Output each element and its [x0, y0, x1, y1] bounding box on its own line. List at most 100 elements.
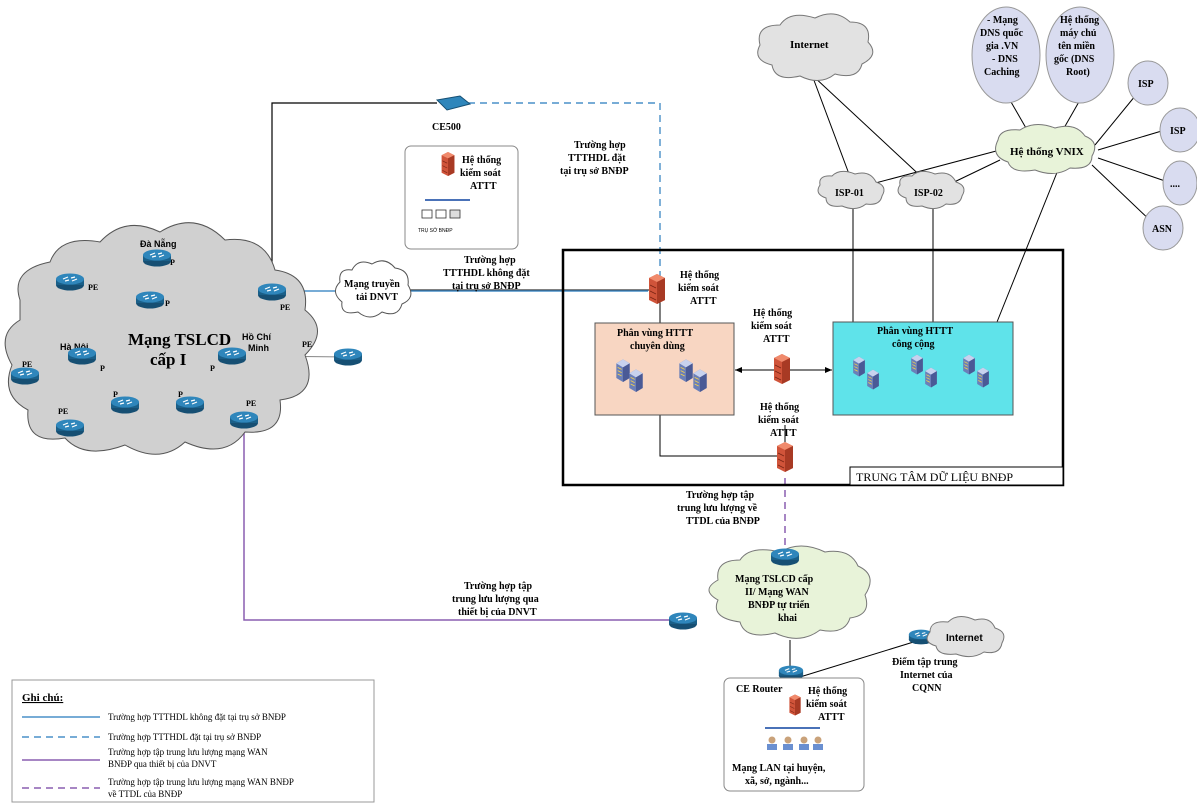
- router-icon[interactable]: [770, 548, 800, 566]
- tier2-network: Mạng TSLCD cấp II/ Mạng WAN BNĐP tự triể…: [668, 545, 1005, 792]
- dc-fw2-1: Hệ thống: [753, 308, 792, 319]
- dns2-3: tên miền: [1058, 41, 1095, 52]
- more-label: ....: [1170, 179, 1181, 190]
- pe-label: PE: [58, 407, 68, 416]
- point-3: CQNN: [912, 683, 942, 694]
- router-icon[interactable]: [229, 411, 259, 429]
- p-label: P: [210, 364, 215, 373]
- dc-fw2-2: kiểm soát: [751, 321, 793, 332]
- dns2-2: máy chủ: [1060, 28, 1097, 39]
- transport-cloud: Mạng truyền tải DNVT: [335, 260, 412, 318]
- router-icon[interactable]: [135, 291, 165, 309]
- firewall-icon[interactable]: [789, 694, 801, 716]
- asn-label: ASN: [1152, 224, 1173, 235]
- caption-dnvt-1: Trường hợp tập: [464, 581, 532, 592]
- isp-b-label: ISP: [1170, 126, 1186, 137]
- caption-dnvt-3: thiết bị của DNVT: [458, 607, 537, 618]
- lan-users-icon: [765, 727, 823, 750]
- isp02-label: ISP-02: [914, 188, 943, 199]
- server-icon[interactable]: [615, 358, 631, 382]
- workstation-icons: [421, 199, 470, 219]
- isp02-cloud: [897, 170, 965, 210]
- caption-hq-2: TTTHDL đặt: [568, 153, 626, 164]
- server-icon[interactable]: [692, 368, 708, 392]
- internet-exchange: Internet ISP-01 ISP-02 Hệ thống VNIX - M…: [757, 6, 1197, 251]
- server-icon[interactable]: [628, 368, 644, 392]
- lan-label-1: Mạng LAN tại huyện,: [732, 763, 826, 774]
- dns1-1: - Mạng: [987, 15, 1018, 26]
- point-2: Internet của: [900, 670, 953, 681]
- dns2-5: Root): [1066, 67, 1090, 78]
- pe-label: PE: [280, 303, 290, 312]
- router-icon[interactable]: [67, 347, 97, 365]
- node-da-nang: Đà Nẵng: [140, 238, 177, 249]
- vnix-cloud: [995, 124, 1096, 174]
- server-icon[interactable]: [910, 354, 924, 375]
- router-icon[interactable]: [55, 419, 85, 437]
- server-icon[interactable]: [976, 367, 990, 388]
- ce500-control-3: ATTT: [470, 181, 497, 192]
- zone-public-1: Phân vùng HTTT: [877, 326, 953, 337]
- firewall-icon[interactable]: [441, 151, 455, 177]
- firewall-icon[interactable]: [773, 353, 791, 385]
- zone-private-2: chuyên dùng: [630, 341, 685, 352]
- pe-label: PE: [22, 360, 32, 369]
- router-icon[interactable]: [142, 249, 172, 267]
- router-icon[interactable]: [217, 347, 247, 365]
- dc-fw1-1: Hệ thống: [680, 270, 719, 281]
- ce500-control-1: Hệ thống: [462, 155, 501, 166]
- caption-not-hq-3: tại trụ sở BNĐP: [452, 281, 521, 292]
- legend-item-2: Trường hợp TTTHDL đặt tại trụ sở BNĐP: [108, 732, 261, 742]
- router-icon[interactable]: [55, 273, 85, 291]
- legend-box: [11, 679, 375, 803]
- node-hcm-2: Minh: [248, 343, 269, 353]
- dns1-4: - DNS: [992, 54, 1018, 65]
- ce500-site: CE500 Hệ thống kiểm soát ATTT TRỤ SỞ BNĐ…: [404, 95, 519, 250]
- dns1-3: gia .VN: [986, 41, 1019, 52]
- server-icon[interactable]: [866, 369, 880, 390]
- firewall-icon[interactable]: [648, 273, 666, 305]
- router-icon[interactable]: [333, 348, 363, 366]
- point-1: Điểm tập trung: [892, 657, 958, 668]
- zone-private-1: Phân vùng HTTT: [617, 328, 693, 339]
- zone-public-2: công cộng: [892, 339, 935, 350]
- p-label: P: [113, 390, 118, 399]
- switch-icon[interactable]: [435, 95, 472, 111]
- internet-cloud: [757, 13, 874, 81]
- isp-bubble: [1127, 60, 1169, 106]
- main-cloud-label-2: cấp I: [150, 350, 187, 369]
- dns1-5: Caching: [984, 67, 1020, 78]
- router-icon[interactable]: [110, 396, 140, 414]
- dc-fw1-2: kiểm soát: [678, 283, 720, 294]
- p-label: P: [178, 390, 183, 399]
- captions: Trường hợp TTTHDL đặt tại trụ sở BNĐP Tr…: [443, 140, 760, 618]
- transport-cloud-label-2: tải DNVT: [356, 292, 398, 303]
- ce500-control-2: kiểm soát: [460, 168, 502, 179]
- server-icon[interactable]: [924, 367, 938, 388]
- main-cloud-tslcd-1: Mạng TSLCD cấp I Đà Nẵng Hà Nội Hồ Chí M…: [4, 222, 363, 455]
- dc-fw3-1: Hệ thống: [760, 402, 799, 413]
- caption-not-hq-1: Trường hợp: [464, 255, 516, 266]
- lan-label-2: xã, sở, ngành...: [745, 776, 809, 787]
- caption-dnvt-2: trung lưu lượng qua: [452, 594, 539, 605]
- data-center-border: [561, 248, 1065, 487]
- dns1-2: DNS quốc: [980, 28, 1024, 39]
- legend-item-4b: về TTDL của BNĐP: [108, 789, 182, 799]
- ce500-label: CE500: [432, 122, 461, 133]
- more-bubble: [1162, 160, 1197, 206]
- firewall-icon[interactable]: [776, 441, 794, 473]
- router-icon[interactable]: [10, 367, 40, 385]
- main-cloud-label-1: Mạng TSLCD: [128, 330, 231, 349]
- dns2-1: Hệ thống: [1060, 15, 1099, 26]
- dns-national-bubble: [971, 6, 1041, 104]
- router-icon[interactable]: [668, 612, 698, 630]
- lan-fw-1: Hệ thống: [808, 686, 847, 697]
- router-icon[interactable]: [257, 283, 287, 301]
- server-icon[interactable]: [678, 358, 694, 382]
- pe-label: PE: [302, 340, 312, 349]
- dc-fw1-3: ATTT: [690, 296, 717, 307]
- server-icon[interactable]: [962, 354, 976, 375]
- server-icon[interactable]: [852, 356, 866, 377]
- isp01-label: ISP-01: [835, 188, 864, 199]
- router-icon[interactable]: [175, 396, 205, 414]
